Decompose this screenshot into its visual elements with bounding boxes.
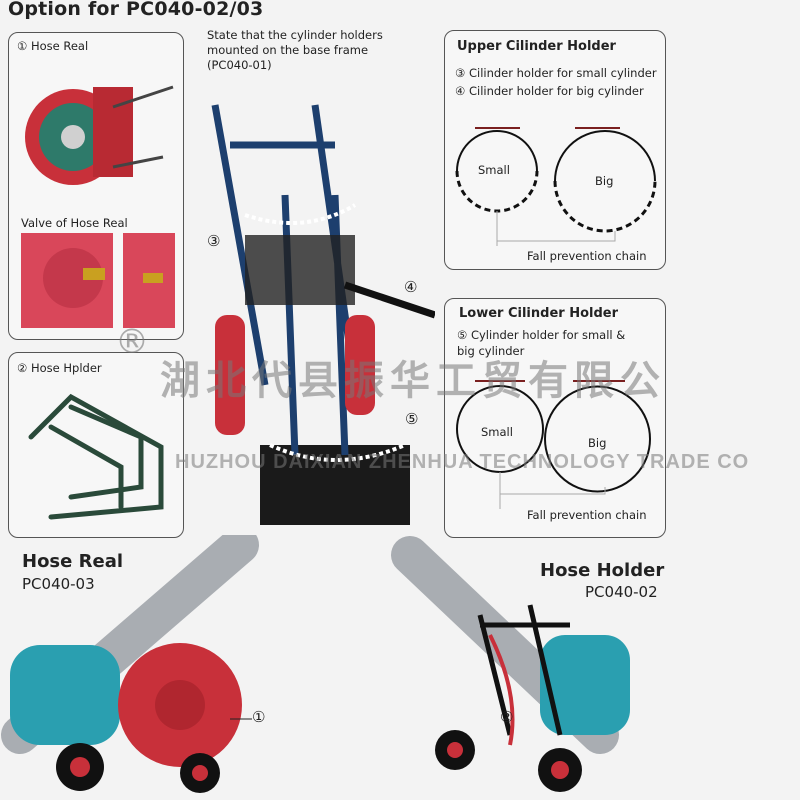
upper-item-3: ③ Cilinder holder for small cylinder [455, 66, 657, 80]
lower-holder-panel: Lower Cilinder Holder ⑤ Cylinder holder … [444, 298, 666, 538]
lower-chain-label: Fall prevention chain [527, 508, 647, 522]
valve-image [21, 233, 175, 328]
upper-title: Upper Cilinder Holder [457, 39, 616, 54]
hose-real-label: ① Hose Real [17, 39, 89, 53]
watermark-cn: 湖北代县振华工贸有限公 [160, 358, 666, 404]
hose-holder-label: ② Hose Hplder [17, 361, 102, 375]
valve-label: Valve of Hose Real [21, 216, 128, 230]
lower-big-label: Big [588, 436, 607, 450]
hose-holder-panel: ② Hose Hplder [8, 352, 184, 538]
upper-item-4: ④ Cilinder holder for big cylinder [455, 84, 644, 98]
upper-chain-label: Fall prevention chain [527, 249, 647, 263]
hose-holder-cart-image [391, 536, 630, 792]
hose-reel-image [25, 85, 174, 185]
page-title: Option for PC040-02/03 [8, 0, 264, 20]
upper-small-label: Small [478, 163, 510, 177]
hose-real-panel: ① Hose Real Valve of Hose Real [8, 32, 184, 340]
hose-holder-image [28, 393, 164, 520]
callout-1: ① [252, 708, 266, 726]
callout-2: ② [500, 708, 514, 726]
product-right-code: PC040-02 [585, 583, 658, 601]
lower-item-5: ⑤ Cylinder holder for small & big cylind… [457, 328, 626, 358]
hose-reel-cart-image [1, 535, 259, 793]
product-left-name: Hose Real [22, 551, 124, 572]
upper-big-label: Big [595, 174, 614, 188]
lower-title: Lower Cilinder Holder [459, 306, 619, 321]
state-note: State that the cylinder holders mounted … [207, 28, 383, 72]
callout-4: ④ [404, 278, 418, 296]
product-right-name: Hose Holder [540, 560, 665, 581]
upper-holder-panel: Upper Cilinder Holder ③ Cilinder holder … [444, 30, 666, 270]
lower-small-label: Small [481, 425, 513, 439]
lower-diagram [456, 380, 651, 509]
upper-diagram [455, 127, 657, 246]
callout-5: ⑤ [405, 410, 419, 428]
watermark-reg: ® [115, 322, 149, 362]
trolley-image [211, 104, 435, 525]
watermark-en: HUZHOU DAIXIAN ZHENHUA TECHNOLOGY TRADE … [175, 451, 750, 473]
callout-3: ③ [207, 232, 221, 250]
product-left-code: PC040-03 [22, 575, 95, 593]
